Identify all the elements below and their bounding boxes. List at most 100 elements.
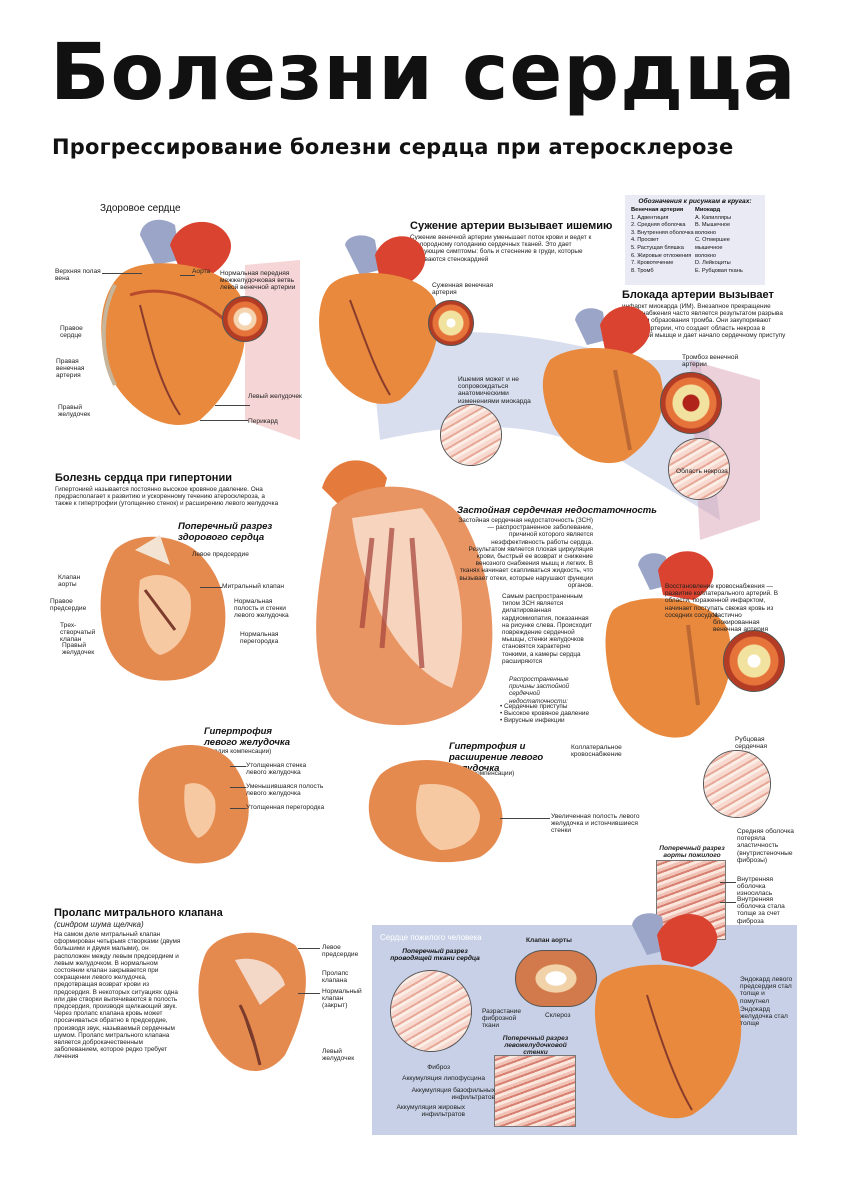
lv-wall-label-1: Фиброз [427, 1064, 450, 1071]
label-ischemia: Ишемия может и не сопровождаться анатоми… [458, 376, 531, 405]
leader-line [298, 948, 320, 949]
legend-item: 8. Тромб [631, 267, 654, 274]
label-right-heart: Правое сердце [60, 325, 83, 340]
label-mvp-normal: Нормальный клапан (закрыт) [322, 988, 362, 1010]
chf-text1: Застойная сердечная недостаточность (ЗСН… [458, 517, 593, 589]
label-svc: Верхняя полая вена [55, 268, 101, 283]
conduct-section-title: Поперечный разрез проводящей ткани сердц… [390, 948, 480, 963]
chf-cause: • Сердечные приступы [500, 703, 568, 710]
legend-item: 4. Просвет [631, 237, 659, 244]
legend-item: мышечное [695, 244, 723, 251]
aortic-valve-illustration [515, 950, 597, 1007]
legend-col2-title: Миокард [695, 207, 721, 213]
leader-line [720, 902, 736, 903]
legend-item: C. Отмершее [695, 237, 730, 244]
healthy-title: Здоровое сердце [100, 203, 181, 214]
legend-col1-title: Венечная артерия [631, 207, 684, 213]
legend-item: 7. Кровотечение [631, 260, 674, 267]
label-lvhdil: Увеличенная полость левого желудочка и и… [551, 813, 640, 835]
thrombus-cross-section [660, 372, 722, 434]
aorta-label-1: Средняя оболочка потеряла эластичность (… [737, 828, 794, 864]
legend-item: B. Мышечное [695, 222, 731, 229]
chf-cause: • Вирусные инфекции [500, 717, 565, 725]
leader-line [720, 882, 736, 883]
label-fibrous: Разрастание фиброзной ткани [482, 1008, 522, 1030]
legend-item: A. Капилляры [695, 214, 732, 221]
legend-title: Обозначения к рисункам в кругах: [638, 198, 752, 205]
aorta-label-3: Внутренняя оболочка стала толще за счет … [737, 896, 785, 925]
label-lad: Нормальная передняя межжелудочковая ветв… [220, 270, 296, 292]
healthy-heart-illustration [101, 219, 246, 425]
leader-line [230, 766, 246, 767]
label-partial-block: Частично блокированная венечная артерия [713, 612, 769, 634]
label-mvp-prolapse: Пролапс клапана [322, 970, 349, 985]
label-thrombus: Тромбоз венечной артерии [682, 354, 739, 369]
legend-item: E. Рубцовая ткань [695, 267, 743, 274]
healthy-section-title: Поперечный разрез здорового сердца [178, 521, 273, 543]
elderly-title: Сердце пожилого человека [380, 933, 482, 942]
elderly-right-label-2: Эндокард желудочка стал толще [740, 1006, 788, 1028]
leader-line [230, 808, 246, 809]
lvh-illustration [138, 745, 249, 864]
legend-item: 6. Жировые отложения [631, 252, 692, 259]
label-mitral-valve: Митральный клапан [222, 583, 285, 590]
legend-item: D. Лейкоциты [695, 260, 731, 267]
lv-wall-label-2: Аккумуляция липофусцина [402, 1075, 485, 1082]
lvh-stage: (стадия компенсации) [206, 748, 272, 755]
hypertension-text: Гипертонией называется постоянно высокое… [55, 486, 279, 508]
narrowing-title: Сужение артерии вызывает ишемию [410, 220, 613, 232]
ischemia-myocardium-circle [440, 404, 502, 466]
chf-causes-title: Распространенные причины застойной серде… [509, 676, 570, 705]
healthy-artery-cross-section [222, 296, 268, 342]
label-la: Левое предсердие [192, 551, 249, 558]
legend-item: 1. Адвентиция [631, 214, 669, 221]
scar-circle [703, 750, 771, 818]
aortic-valve-title: Клапан аорты [526, 937, 572, 944]
legend-box: Обозначения к рисункам в кругах: Венечна… [625, 195, 765, 285]
elderly-right-label-1: Эндокард левого предсердия стал толще и … [740, 976, 793, 1005]
leader-line [180, 275, 195, 276]
leader-line [102, 273, 142, 274]
label-aorta: Аорта [192, 268, 211, 275]
label-pericardium: Перикард [248, 418, 278, 425]
chf-causes-list: • Сердечные приступы • Высокое кровяное … [500, 703, 610, 725]
recovery-heart-illustration [605, 551, 732, 738]
legend-item: 3. Внутренняя оболочка [631, 229, 694, 236]
legend-item: 5. Растущая бляшка [631, 244, 684, 251]
label-tricuspid: Трех-створчатый клапан [60, 622, 96, 644]
lvhdil-title: Гипертрофия и расширение левого желудочк… [449, 741, 544, 774]
necrosis-circle [668, 438, 730, 500]
leader-line [298, 993, 320, 994]
legend-item: волокно [695, 252, 716, 259]
healthy-cross-section-illustration [100, 535, 226, 681]
narrowing-text: Сужение венечной артерии уменьшает поток… [410, 234, 592, 263]
chf-heart-illustration [316, 460, 493, 726]
label-collateral: Коллатеральное кровоснабжение [571, 744, 622, 759]
narrowed-artery-cross-section [428, 300, 474, 346]
lv-wall-section-title: Поперечный разрез левожелудочковой стенк… [502, 1035, 569, 1057]
label-lv-normal: Нормальная полость и стенки левого желуд… [234, 598, 289, 620]
narrowing-heart-illustration [319, 235, 439, 404]
label-lvh-2: Уменьшившаяся полость левого желудочка [246, 783, 324, 798]
label-sclerosis: Склероз [545, 1012, 571, 1019]
label-necrosis: Область некроза [676, 468, 728, 475]
mvp-subtitle: (синдром шума щелчка) [54, 920, 144, 929]
leader-line [200, 420, 248, 421]
chf-text2: Самым распространенным типом ЗСН являетс… [502, 593, 593, 665]
leader-line [500, 818, 550, 819]
label-narrowed-artery: Суженная венечная артерия [432, 282, 494, 297]
leader-line [215, 405, 250, 406]
lv-wall-illustration [494, 1055, 576, 1127]
partial-block-cross-section [723, 630, 785, 692]
label-lv: Левый желудочек [248, 393, 302, 400]
lvhdil-illustration [368, 760, 503, 863]
legend-item: 2. Средняя оболочка [631, 222, 686, 229]
lv-wall-label-4: Аккумуляция жировых инфильтратов [396, 1104, 465, 1119]
aorta-label-2: Внутренняя оболочка износилась [737, 876, 774, 898]
chf-title: Застойная сердечная недостаточность [457, 505, 657, 516]
mvp-illustration [198, 932, 306, 1072]
leader-line [230, 787, 246, 788]
label-rv2: Правый желудочек [62, 642, 95, 657]
mvp-text: На самом деле митральный клапан сформиро… [54, 931, 181, 1061]
hypertension-title: Болезнь сердца при гипертонии [55, 472, 232, 484]
